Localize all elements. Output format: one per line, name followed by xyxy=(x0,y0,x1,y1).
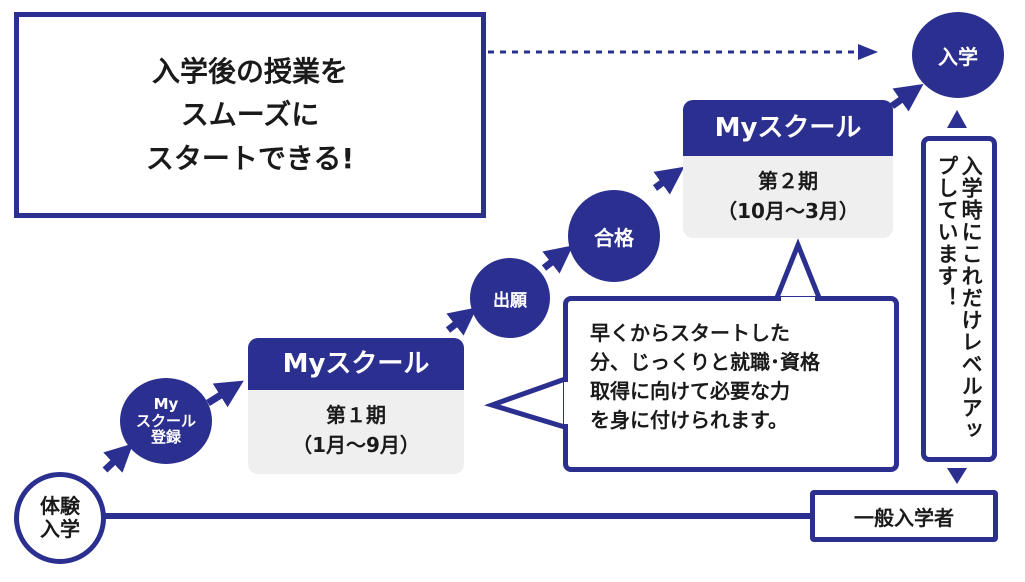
node-enrollment-label: 入学 xyxy=(938,44,978,69)
node-application: 出願 xyxy=(470,258,550,338)
arrow-application-pass xyxy=(541,245,574,274)
arrow-down-to-general xyxy=(947,468,967,484)
arrow-trial-register xyxy=(102,443,134,473)
node-pass: 合格 xyxy=(568,190,660,282)
callout-line-2: 分、じっくりと就職･資格 xyxy=(590,350,820,374)
node-myschool-register-label: My スクール 登録 xyxy=(135,395,196,447)
term2-months: （10月～3月） xyxy=(717,199,859,223)
term1-title: Myスクール xyxy=(248,338,464,390)
term1-card: Myスクール 第１期 （1月～9月） xyxy=(248,338,464,474)
term2-period: 第２期 xyxy=(758,169,818,193)
term1-period: 第１期 xyxy=(326,403,386,427)
callout-tail-mask-left xyxy=(564,382,574,424)
callout-line-4: を身に付けられます。 xyxy=(590,408,788,432)
term1-body: 第１期 （1月～9月） xyxy=(248,390,464,474)
node-pass-label: 合格 xyxy=(594,225,634,250)
node-trial-label: 体験 入学 xyxy=(40,494,80,541)
node-trial: 体験 入学 xyxy=(14,472,106,564)
node-application-label: 出願 xyxy=(493,290,527,311)
arrow-term1-application xyxy=(445,307,478,336)
levelup-text: 入学時にこれだけレベルアップしています！ xyxy=(935,155,984,441)
node-enrollment: 入学 xyxy=(912,12,1004,98)
headline-line-2: スムーズに xyxy=(180,98,320,132)
levelup-note: 入学時にこれだけレベルアップしています！ xyxy=(921,136,997,462)
term2-title: Myスクール xyxy=(683,100,893,156)
arrow-up-to-enroll xyxy=(947,110,967,128)
term2-card: Myスクール 第２期 （10月～3月） xyxy=(683,100,893,238)
headline-line-3: スタートできる! xyxy=(145,141,355,175)
node-myschool-register: My スクール 登録 xyxy=(120,378,212,464)
headline-box: 入学後の授業を スムーズに スタートできる! xyxy=(14,12,486,218)
headline-line-1: 入学後の授業を xyxy=(151,54,348,88)
term1-months: （1月～9月） xyxy=(292,433,420,457)
term2-body: 第２期 （10月～3月） xyxy=(683,156,893,238)
general-enrollees: 一般入学者 xyxy=(810,490,998,542)
callout-box: 早くからスタートした 分、じっくりと就職･資格 取得に向けて必要な力 を身に付け… xyxy=(563,296,899,472)
callout-line-3: 取得に向けて必要な力 xyxy=(590,379,790,403)
arrow-register-term1 xyxy=(206,380,244,408)
arrow-pass-term2 xyxy=(652,166,685,195)
arrow-term2-enroll xyxy=(889,83,924,112)
general-enrollees-label: 一般入学者 xyxy=(854,505,954,530)
callout-tail-mask-top xyxy=(781,297,815,307)
callout-line-1: 早くからスタートした xyxy=(590,321,790,345)
